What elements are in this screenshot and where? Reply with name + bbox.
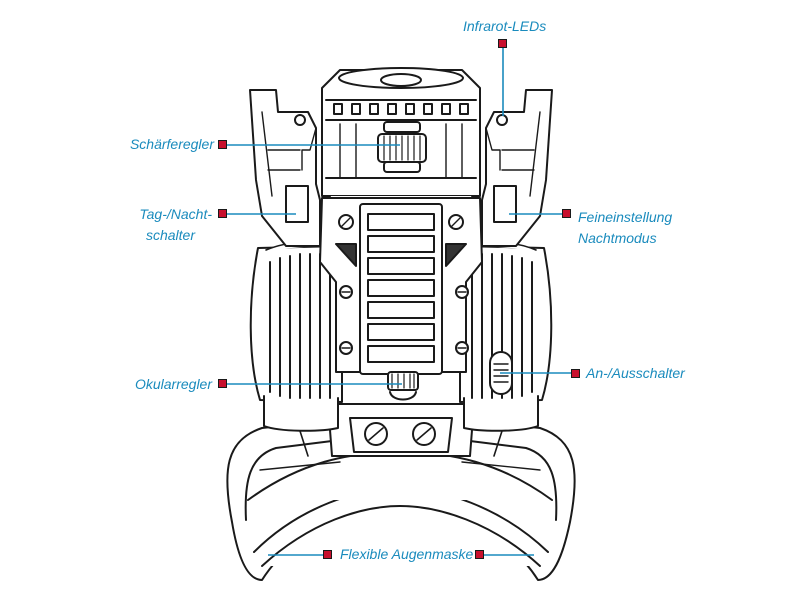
label-fine-tune-line1: Feineinstellung xyxy=(578,209,673,225)
label-focus-ring: Schärferegler xyxy=(129,136,214,152)
marker-day-night-switch xyxy=(218,209,227,218)
eye-mask-shape xyxy=(226,419,576,581)
central-spine xyxy=(319,197,483,375)
marker-fine-tune xyxy=(562,209,571,218)
day-night-switch-shape xyxy=(285,185,309,223)
marker-infrared-leds xyxy=(498,39,507,48)
eyepiece-wheel xyxy=(387,371,419,401)
focus-wheel xyxy=(377,121,427,173)
label-infrared-leds: Infrarot-LEDs xyxy=(463,18,547,34)
label-fine-tune-line2: Nachtmodus xyxy=(578,230,657,246)
label-power-switch: An-/Ausschalter xyxy=(586,365,685,381)
marker-focus-ring xyxy=(218,140,227,149)
label-eyepiece: Okularregler xyxy=(134,376,212,392)
marker-power-switch xyxy=(571,369,580,378)
label-eye-mask: Flexible Augenmaske xyxy=(340,546,474,562)
infrared-led-right xyxy=(496,114,508,126)
marker-eye-mask-left xyxy=(323,550,332,559)
marker-eye-mask-right xyxy=(475,550,484,559)
label-day-night-switch-line2: schalter xyxy=(145,227,195,243)
label-day-night-switch-line1: Tag-/Nacht- xyxy=(139,206,212,222)
marker-eyepiece xyxy=(218,379,227,388)
fine-tune-knob-shape xyxy=(493,185,517,223)
infrared-led-left xyxy=(294,114,306,126)
upper-housing xyxy=(249,89,553,247)
right-barrel xyxy=(459,240,553,432)
